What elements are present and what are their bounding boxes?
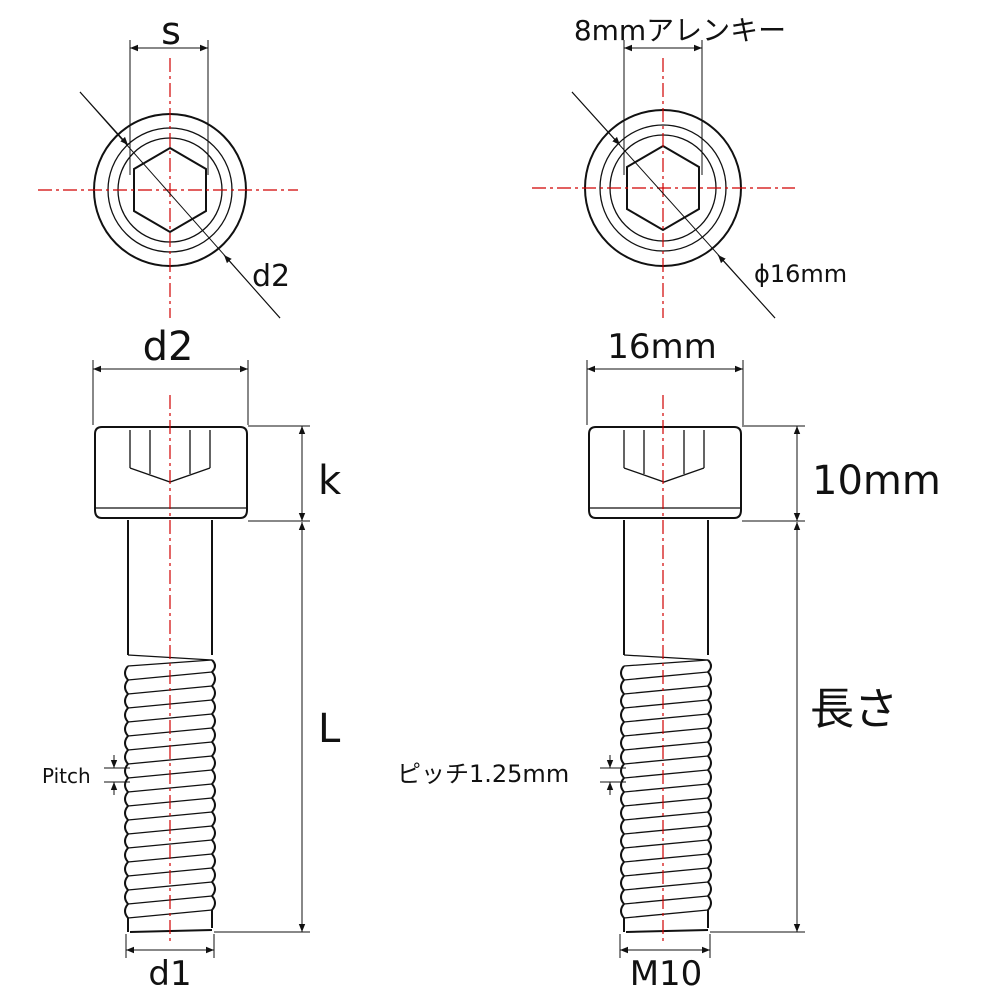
right-head-width-label: 16mm [607, 327, 717, 367]
left-head-width-dimension [92, 360, 249, 425]
left-top-view [38, 58, 298, 319]
left-side-view [94, 395, 248, 945]
right-thread-diameter-label: M10 [630, 954, 703, 994]
right-top-width-label: 8mmアレンキー [574, 14, 786, 47]
right-top-diameter-label: ϕ16mm [754, 260, 847, 288]
right-pitch-dimension [600, 755, 626, 795]
right-head-height-label: 10mm [812, 458, 941, 504]
right-top-view [532, 58, 795, 319]
right-length-label: 長さ [810, 684, 898, 735]
left-thread-diameter-label: d1 [148, 954, 191, 994]
right-head-height-dimension [742, 425, 805, 522]
right-length-dimension [710, 522, 805, 933]
left-pitch-label: Pitch [42, 764, 91, 788]
left-head-width-label: d2 [143, 324, 194, 370]
left-top-width-label: s [161, 9, 181, 53]
left-bolt-group: s d2 d2 [38, 9, 342, 994]
right-bolt-group: 8mmアレンキー ϕ16mm 16mm [397, 14, 941, 994]
left-head-height-label: k [318, 458, 342, 504]
right-allen-key-dimension [623, 40, 703, 175]
left-length-dimension [214, 522, 310, 933]
left-thread-diameter-dimension [125, 934, 215, 958]
left-pitch-dimension [104, 755, 130, 795]
right-side-view [588, 395, 742, 945]
right-pitch-label: ピッチ1.25mm [397, 760, 569, 788]
left-s-dimension [129, 40, 209, 175]
right-head-width-dimension [586, 360, 744, 425]
right-thread-diameter-dimension [619, 934, 711, 958]
left-length-label: L [318, 706, 341, 752]
left-head-height-dimension [248, 425, 310, 522]
left-top-diameter-label: d2 [252, 259, 290, 294]
